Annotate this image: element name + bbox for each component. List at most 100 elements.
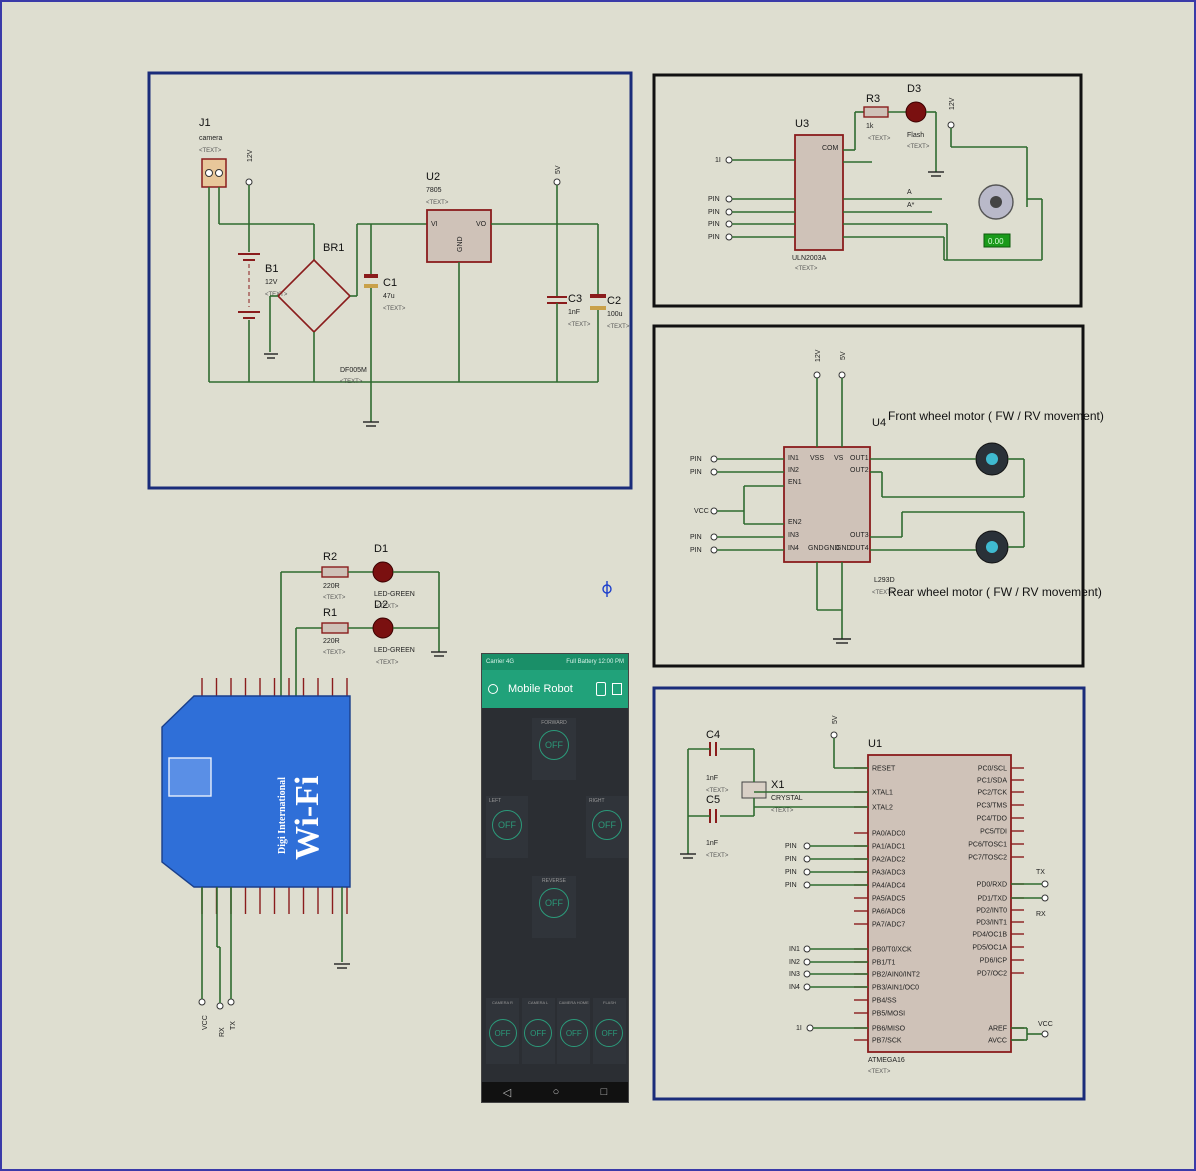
uln-12v-terminal[interactable] [947,121,955,129]
u3-pin-com: COM [822,145,839,152]
nav-recent-icon[interactable]: □ [600,1086,608,1098]
uln-pin-input-2[interactable] [725,208,733,216]
camera-l-button[interactable]: OFF [524,1019,553,1047]
d3-flash-led[interactable] [905,101,927,123]
mcu-right-pin-label: PC5/TDI [980,829,1007,836]
u4-pin-in4: IN4 [788,545,799,552]
d1-ref: D1 [374,543,388,555]
nav-back-icon[interactable]: ◁ [502,1086,512,1099]
r2-resistor[interactable] [321,566,349,578]
clock-icon[interactable] [488,684,498,694]
mcu-left-pin-label: PB6/MISO [872,1026,906,1033]
mcu-in-input-3[interactable] [803,970,811,978]
u4-pin-gnd-1: GND [808,545,824,552]
wifi-module-chip [168,757,212,797]
mcu-in-label-4: IN4 [789,984,800,991]
camera-r-button[interactable]: OFF [488,1019,517,1047]
front-motor-label: Front wheel motor ( FW / RV movement) [888,409,1104,423]
u2-regulator[interactable] [426,209,492,263]
motor-driver-frame [652,324,1085,668]
mcu-in-input-2[interactable] [803,958,811,966]
mcu-right-pin-label: PC3/TMS [977,803,1008,810]
c5-value: 1nF [706,840,718,847]
ps-12v-terminal[interactable] [245,178,253,186]
md-input-2[interactable] [710,468,718,476]
wifi-vcc-terminal[interactable] [198,998,206,1006]
wifi-tx-terminal[interactable] [227,998,235,1006]
md-input-1[interactable] [710,455,718,463]
md-input-3[interactable] [710,533,718,541]
wifi-rx-terminal[interactable] [216,1002,224,1010]
j1-pin-1[interactable] [205,169,213,177]
r1-resistor[interactable] [321,622,349,634]
mcu-pin-input-4[interactable] [803,881,811,889]
reverse-button[interactable]: OFF [539,888,569,918]
uln-pin-input-3[interactable] [725,220,733,228]
power-supply-frame [147,71,633,490]
uln-pin-input-1[interactable] [725,195,733,203]
phone-app-screen: Carrier 4G Full Battery 12:00 PM Mobile … [481,653,629,1103]
uln-left-terminal[interactable] [725,156,733,164]
mcu-in-label-3: IN3 [789,971,800,978]
d2-led[interactable] [372,617,394,639]
uln-net-a: A [907,189,912,196]
md-input-vcc[interactable] [710,507,718,515]
br1-bridge[interactable] [276,258,352,334]
x1-crystal[interactable] [741,781,767,799]
mcu-pin-label-3: PIN [785,869,797,876]
u4-pin-vs: VS [834,455,844,462]
camera-r-label: CAMERA R [492,1000,513,1005]
ps-5v-terminal[interactable] [553,178,561,186]
d2-value: LED-GREEN [374,647,415,654]
phone-controls: FORWARD OFF LEFT OFF RIGHT OFF REVERSE O… [482,708,628,1082]
mcu-pin-input-2[interactable] [803,855,811,863]
mcu-pin-label-1: PIN [785,843,797,850]
u4-pin-en1: EN1 [788,479,802,486]
u2-pin-vo: VO [476,221,487,228]
mcu-rx-terminal[interactable] [1041,894,1049,902]
left-label: LEFT [489,798,502,804]
md-input-4[interactable] [710,546,718,554]
forward-button[interactable]: OFF [539,730,569,760]
md-12v-terminal[interactable] [813,371,821,379]
j1-text: <TEXT> [199,148,222,154]
u4-pin-en2: EN2 [788,519,802,526]
u3-uln2003a[interactable] [794,134,844,251]
u4-l293d[interactable] [783,446,871,563]
flash-button[interactable]: OFF [595,1019,624,1047]
camera-r-tile: CAMERA R OFF [486,998,519,1064]
mcu-in-input-1[interactable] [803,945,811,953]
mcu-pin-input-3[interactable] [803,868,811,876]
r3-value: 1k [866,123,874,130]
mcu-right-pin-label: PD1/TXD [977,896,1007,903]
d2-ref: D2 [374,599,388,611]
left-button[interactable]: OFF [492,810,522,840]
mcu-in-input-4[interactable] [803,983,811,991]
d1-led[interactable] [372,561,394,583]
front-wheel-motor-hub [986,453,998,465]
status-left: Carrier 4G [486,659,515,665]
rear-wheel-motor-hub [986,541,998,553]
j1-pin-2[interactable] [215,169,223,177]
md-5v-terminal[interactable] [838,371,846,379]
r1-ref: R1 [323,607,337,619]
mcu-left-terminal[interactable] [806,1024,814,1032]
mcu-vcc-terminal[interactable] [1041,1030,1049,1038]
mcu-in-label-2: IN2 [789,959,800,966]
right-button[interactable]: OFF [592,810,622,840]
mcu-5v-terminal[interactable] [830,731,838,739]
status-right: Full Battery 12:00 PM [566,659,624,665]
uln-pin-input-4[interactable] [725,233,733,241]
square-icon[interactable] [612,683,622,695]
u1-atmega16[interactable] [867,754,1012,1053]
md-12v-label: 12V [815,349,822,362]
device-icon[interactable] [596,682,606,696]
u4-pin-in2: IN2 [788,467,799,474]
camera-home-button[interactable]: OFF [559,1019,588,1047]
c4-ref: C4 [706,729,720,741]
mcu-pin-input-1[interactable] [803,842,811,850]
mcu-tx-terminal[interactable] [1041,880,1049,888]
r3-resistor[interactable] [863,106,889,118]
nav-home-icon[interactable]: ○ [552,1086,560,1098]
wifi-module[interactable] [161,695,351,888]
